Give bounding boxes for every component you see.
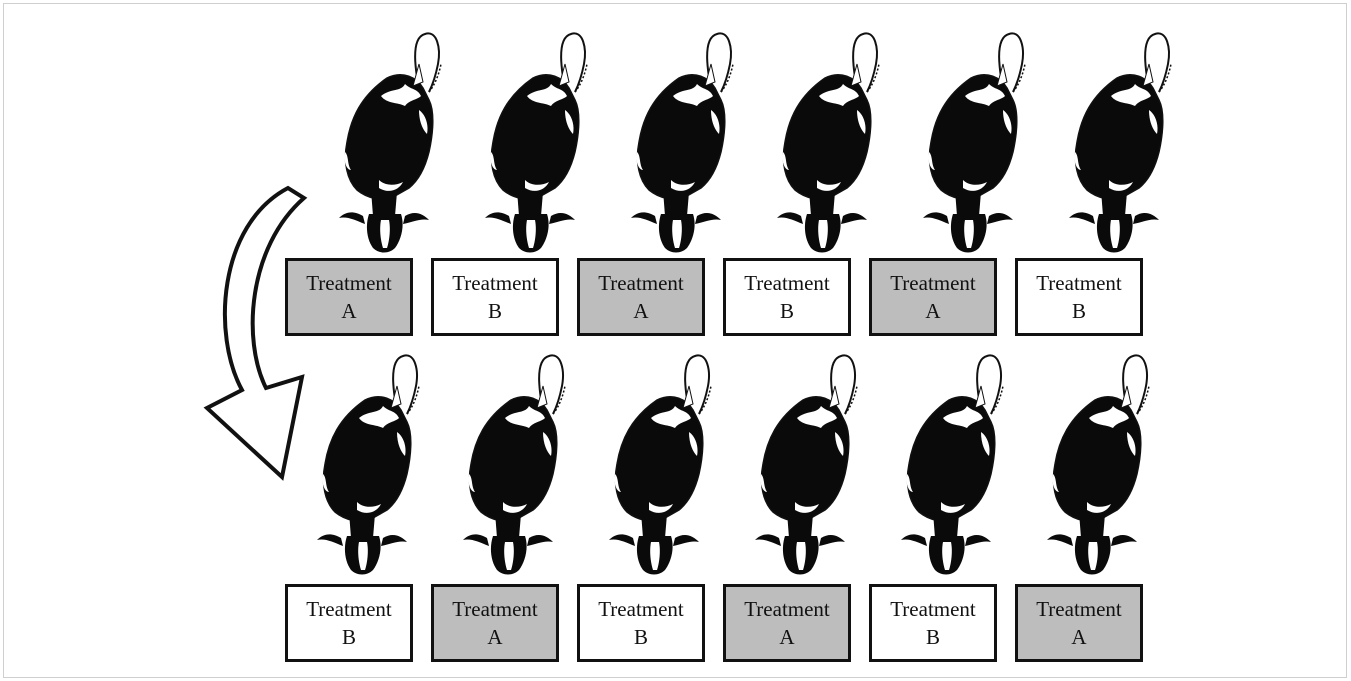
cow-icon <box>1047 354 1150 575</box>
treatment-group-letter: B <box>779 299 794 323</box>
cow-icon <box>1069 32 1172 253</box>
treatment-group-letter: B <box>487 299 502 323</box>
cow-icon <box>485 32 588 253</box>
treatment-group-letter: A <box>633 299 649 323</box>
treatment-group-letter: B <box>341 625 356 649</box>
cow-icon <box>463 354 566 575</box>
curved-arrow-icon <box>203 185 308 481</box>
cow-icon <box>777 32 880 253</box>
treatment-label: Treatment <box>744 271 830 295</box>
treatment-group-letter: A <box>341 299 357 323</box>
treatment-label: Treatment <box>306 271 392 295</box>
treatment-label: Treatment <box>452 271 538 295</box>
treatment-label: Treatment <box>744 597 830 621</box>
treatment-group-letter: B <box>633 625 648 649</box>
treatment-label: Treatment <box>1036 597 1122 621</box>
treatment-label: Treatment <box>1036 271 1122 295</box>
treatment-group-letter: A <box>1071 625 1087 649</box>
treatment-label: Treatment <box>598 271 684 295</box>
cow-icon <box>755 354 858 575</box>
treatment-label: Treatment <box>306 597 392 621</box>
cow-icon <box>901 354 1004 575</box>
treatment-group-letter: A <box>779 625 795 649</box>
treatment-label: Treatment <box>890 597 976 621</box>
treatment-group-letter: A <box>925 299 941 323</box>
treatment-label: Treatment <box>452 597 538 621</box>
treatment-group-letter: B <box>925 625 940 649</box>
treatment-label: Treatment <box>890 271 976 295</box>
cow-icon <box>339 32 442 253</box>
cow-icon <box>609 354 712 575</box>
cow-icon <box>317 354 420 575</box>
treatment-group-letter: A <box>487 625 503 649</box>
treatment-label: Treatment <box>598 597 684 621</box>
treatment-group-letter: B <box>1071 299 1086 323</box>
cow-icon <box>631 32 734 253</box>
cow-icon <box>923 32 1026 253</box>
